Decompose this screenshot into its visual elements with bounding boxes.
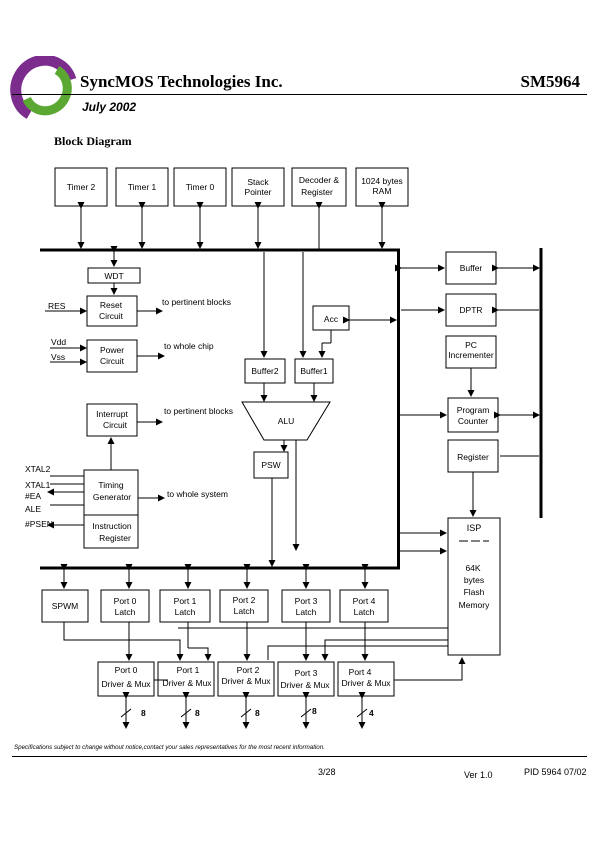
document-date: July 2002 xyxy=(82,100,137,114)
port0-driver-label-2: Driver & Mux xyxy=(101,679,151,689)
port0-latch-label-1: Port 0 xyxy=(114,596,137,606)
isp-label: ISP xyxy=(467,523,482,533)
decoder-register-label-2: Register xyxy=(301,187,333,197)
port4-driver-label-2: Driver & Mux xyxy=(341,678,391,688)
flash-label-4: Memory xyxy=(459,600,490,610)
flash-label-2: bytes xyxy=(464,575,484,585)
port3-width: 8 xyxy=(312,706,317,716)
ram-label-1: 1024 bytes xyxy=(361,176,403,186)
pc-incrementer-label-2: Incrementer xyxy=(448,350,494,360)
port3-latch-label-2: Latch xyxy=(296,607,317,617)
port0-latch-label-2: Latch xyxy=(115,607,136,617)
port4-latch-label-1: Port 4 xyxy=(353,596,376,606)
port3-driver-label-1: Port 3 xyxy=(295,668,318,678)
spwm-label: SPWM xyxy=(52,601,78,611)
port0-width: 8 xyxy=(141,708,146,718)
annotation-pertinent-2: to pertinent blocks xyxy=(164,406,233,416)
timing-generator-label-1: Timing xyxy=(98,480,123,490)
port0-driver-label-1: Port 0 xyxy=(115,665,138,675)
version: Ver 1.0 xyxy=(464,770,493,780)
signal-res: RES xyxy=(48,301,66,311)
buffer-label: Buffer xyxy=(460,263,483,273)
port4-driver-label-1: Port 4 xyxy=(349,667,372,677)
port1-driver-label-2: Driver & Mux xyxy=(162,678,212,688)
reset-circuit-label-2: Circuit xyxy=(99,311,124,321)
buffer1-label: Buffer1 xyxy=(300,366,328,376)
footer-rule xyxy=(12,756,587,757)
dptr-label: DPTR xyxy=(459,305,482,315)
pid: PID 5964 07/02 xyxy=(524,767,587,777)
register-label: Register xyxy=(457,452,489,462)
annotation-whole-system: to whole system xyxy=(167,489,228,499)
signal-ale: ALE xyxy=(25,504,41,514)
alu-label: ALU xyxy=(278,416,295,426)
port1-width: 8 xyxy=(195,708,200,718)
section-title: Block Diagram xyxy=(54,134,132,148)
buffer2-label: Buffer2 xyxy=(251,366,279,376)
instruction-register-label-2: Register xyxy=(99,533,131,543)
power-circuit-label-2: Circuit xyxy=(100,356,125,366)
port2-latch-label-1: Port 2 xyxy=(233,595,256,605)
page-number: 3/28 xyxy=(318,767,336,777)
interrupt-circuit-label-1: Interrupt xyxy=(96,409,128,419)
port2-latch-label-2: Latch xyxy=(234,606,255,616)
reset-circuit-label-1: Reset xyxy=(100,300,123,310)
interrupt-circuit-label-2: Circuit xyxy=(103,420,128,430)
wdt-label: WDT xyxy=(104,271,123,281)
annotation-whole-chip: to whole chip xyxy=(164,341,214,351)
syncmos-logo xyxy=(10,56,78,122)
signal-psen: #PSEN xyxy=(25,519,53,529)
annotation-pertinent-1: to pertinent blocks xyxy=(162,297,231,307)
instruction-register-label-1: Instruction xyxy=(92,521,131,531)
timer0-label: Timer 0 xyxy=(186,182,215,192)
header-rule xyxy=(12,94,587,95)
timer2-label: Timer 2 xyxy=(67,182,96,192)
timer1-label: Timer 1 xyxy=(128,182,157,192)
stack-pointer-label-1: Stack xyxy=(247,177,269,187)
company-name: SyncMOS Technologies Inc. xyxy=(80,72,283,91)
port4-latch-label-2: Latch xyxy=(354,607,375,617)
signal-ea: #EA xyxy=(25,491,41,501)
power-circuit-label-1: Power xyxy=(100,345,124,355)
flash-label-3: Flash xyxy=(464,587,485,597)
port2-driver-label-2: Driver & Mux xyxy=(221,676,271,686)
footer-note: Specifications subject to change without… xyxy=(14,744,325,751)
stack-pointer-label-2: Pointer xyxy=(245,187,272,197)
port3-driver-label-2: Driver & Mux xyxy=(280,680,330,690)
port1-driver-label-1: Port 1 xyxy=(177,665,200,675)
port3-latch-label-1: Port 3 xyxy=(295,596,318,606)
port2-width: 8 xyxy=(255,708,260,718)
decoder-register-label-1: Decoder & xyxy=(299,175,339,185)
signal-xtal2: XTAL2 xyxy=(25,464,51,474)
port2-driver-label-1: Port 2 xyxy=(237,665,260,675)
psw-label: PSW xyxy=(261,460,280,470)
port1-latch-label-2: Latch xyxy=(175,607,196,617)
timing-generator-label-2: Generator xyxy=(93,492,131,502)
signal-vdd: Vdd xyxy=(51,337,66,347)
program-counter-label-1: Program xyxy=(457,405,490,415)
signal-vss: Vss xyxy=(51,352,65,362)
signal-xtal1: XTAL1 xyxy=(25,480,51,490)
program-counter-label-2: Counter xyxy=(458,416,488,426)
pc-incrementer-label-1: PC xyxy=(465,340,477,350)
flash-label-1: 64K xyxy=(465,563,480,573)
part-number: SM5964 xyxy=(520,72,581,91)
acc-label: Acc xyxy=(324,314,339,324)
port1-latch-label-1: Port 1 xyxy=(174,596,197,606)
ram-label-2: RAM xyxy=(373,186,392,196)
port4-width: 4 xyxy=(369,708,374,718)
